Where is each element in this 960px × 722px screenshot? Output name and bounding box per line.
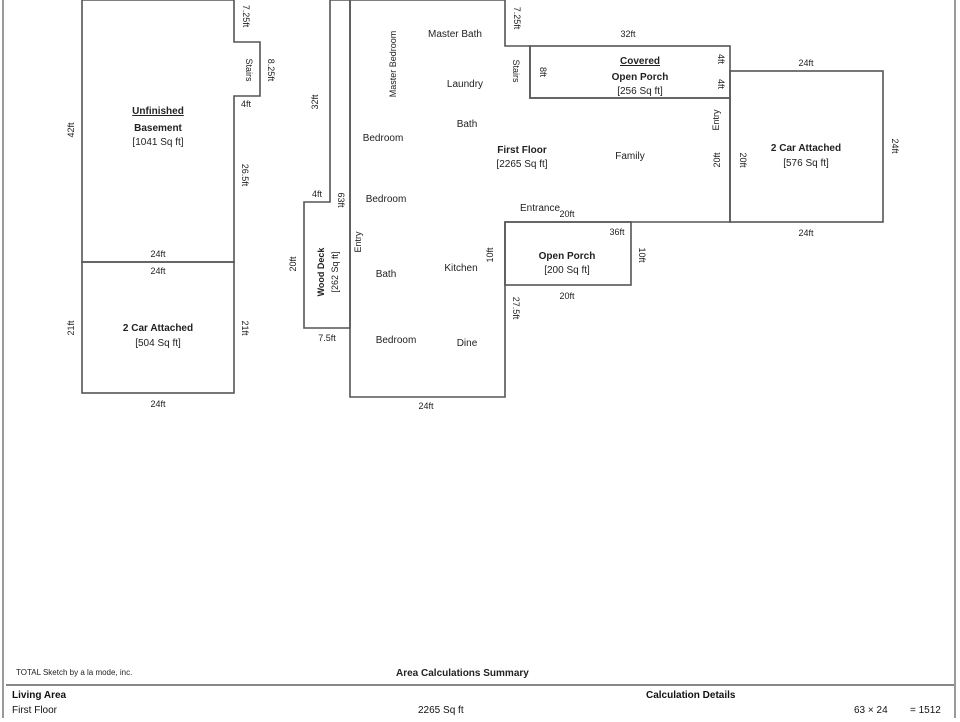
garage-right-dim-bottom: 24ft (798, 228, 814, 238)
floor-plan-sketch: Unfinished Basement [1041 Sq ft] 42ft 7.… (66, 0, 900, 411)
garage-left-dim-right: 21ft (240, 320, 250, 336)
first-floor-dim-20ft-entrance: 20ft (559, 209, 575, 219)
covered-porch-covered: Covered (620, 56, 660, 67)
room-bedroom-1: Bedroom (363, 133, 404, 144)
garage-left-outline (81, 261, 235, 394)
room-master-bedroom: Master Bedroom (388, 31, 398, 98)
area-summary-table: Living Area Calculation Details First Fl… (6, 684, 954, 722)
garage-right-dim-top: 24ft (798, 58, 814, 68)
basement-dim-right: 26.5ft (240, 164, 250, 187)
basement-dim-top-step: 7.25ft (241, 5, 251, 28)
first-floor-name: First Floor (497, 145, 547, 156)
wood-deck-dim-left: 20ft (288, 256, 298, 272)
first-floor-dim-8ft: 8ft (538, 67, 548, 78)
basement-dim-left: 42ft (66, 122, 76, 138)
covered-porch-dim-right-2: 4ft (716, 79, 726, 90)
first-floor-area: [2265 Sq ft] (496, 159, 547, 170)
covered-porch-dim-right: 4ft (716, 54, 726, 65)
open-porch-name: Open Porch (539, 251, 596, 262)
garage-right-area: [576 Sq ft] (783, 158, 829, 169)
garage-left-area: [504 Sq ft] (135, 338, 181, 349)
garage-left-name: 2 Car Attached (123, 323, 193, 334)
open-porch-outline (504, 221, 632, 286)
first-floor-dim-20ft-right: 20ft (712, 152, 722, 168)
open-porch-dim-right: 10ft (637, 247, 647, 263)
basement-dim-stairs: 8.25ft (266, 59, 276, 82)
basement-unfinished-label: Unfinished (132, 106, 184, 117)
room-master-bath: Master Bath (428, 29, 482, 40)
room-bedroom-3: Bedroom (376, 335, 417, 346)
basement-area: [1041 Sq ft] (132, 137, 183, 148)
calculation-details-header: Calculation Details (646, 690, 736, 701)
room-family: Family (615, 151, 644, 162)
wood-deck-dim-strip: 32ft (310, 94, 320, 110)
open-porch-dim-top: 36ft (609, 227, 625, 237)
basement-dim-4ft: 4ft (241, 99, 252, 109)
covered-porch-area: [256 Sq ft] (617, 86, 663, 97)
summary-row-calc: 63 × 24 (854, 705, 888, 716)
first-floor-dim-top-step: 7.25ft (512, 7, 522, 30)
basement-stairs-label: Stairs (244, 58, 254, 82)
wood-deck-dim-63: 63ft (336, 192, 346, 208)
room-bath-1: Bath (457, 119, 478, 130)
room-bath-2: Bath (376, 269, 397, 280)
summary-row-result: = 1512 (910, 705, 941, 716)
wood-deck-name: Wood Deck (316, 247, 326, 297)
summary-row-value: 2265 Sq ft (418, 705, 464, 716)
room-kitchen: Kitchen (444, 263, 477, 274)
wood-deck-dim-bottom: 7.5ft (318, 333, 336, 343)
room-entrance: Entrance (520, 203, 560, 214)
garage-left-dim-left: 21ft (66, 320, 76, 336)
living-area-header: Living Area (12, 690, 67, 701)
wood-deck-outline (303, 0, 351, 329)
first-floor-dim-bottom: 24ft (418, 401, 434, 411)
open-porch-area: [200 Sq ft] (544, 265, 590, 276)
garage-right-dim-right: 24ft (890, 138, 900, 154)
software-credit: TOTAL Sketch by a la mode, inc. (16, 668, 133, 677)
open-porch-dim-bottom: 20ft (559, 291, 575, 301)
garage-right-name: 2 Car Attached (771, 143, 841, 154)
covered-porch-dim-top: 32ft (620, 29, 636, 39)
summary-title: Area Calculations Summary (396, 668, 529, 679)
garage-left-dim-bottom: 24ft (150, 399, 166, 409)
wood-deck-dim-4ft: 4ft (312, 189, 323, 199)
room-entry-right: Entry (711, 109, 721, 131)
room-laundry: Laundry (447, 79, 483, 90)
garage-left-dim-top: 24ft (150, 266, 166, 276)
room-dine: Dine (457, 338, 478, 349)
first-floor-dim-27ft: 27.5ft (511, 297, 521, 320)
garage-right-dim-left: 20ft (738, 152, 748, 168)
room-bedroom-2: Bedroom (366, 194, 407, 205)
covered-porch-name: Open Porch (612, 72, 669, 83)
basement-dim-bottom: 24ft (150, 249, 166, 259)
garage-right-outline (729, 70, 884, 223)
wood-deck-area: [262 Sq ft] (330, 251, 340, 292)
basement-name: Basement (134, 123, 182, 134)
room-entry-left: Entry (353, 231, 363, 253)
room-stairs: Stairs (511, 59, 521, 83)
first-floor-dim-10ft: 10ft (485, 247, 495, 263)
summary-row-label: First Floor (12, 705, 57, 716)
